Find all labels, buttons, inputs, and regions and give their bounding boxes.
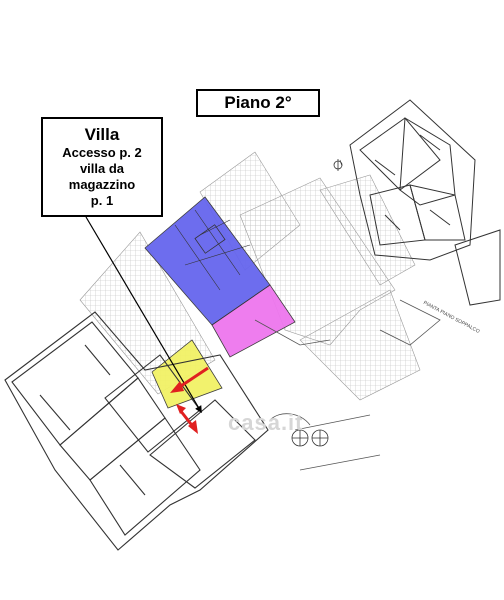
access-arrows [170,366,209,434]
tree-icon [291,429,329,447]
note-line: magazzino [68,177,136,192]
villa-access-note: Villa Accesso p. 2 villa da magazzino p.… [41,117,163,217]
watermark: casa.it [228,410,304,435]
floor-label: Piano 2° [196,89,320,117]
note-leader-line [85,216,202,414]
lower-left-building [4,311,269,551]
note-title: Villa [84,125,120,144]
note-line: villa da [79,161,125,176]
note-line: p. 1 [90,193,114,208]
note-line: Accesso p. 2 [62,145,142,160]
yellow-area [151,339,223,409]
pink-area [211,284,296,358]
highlighted-areas [144,196,296,409]
upper-right-building [349,99,501,306]
